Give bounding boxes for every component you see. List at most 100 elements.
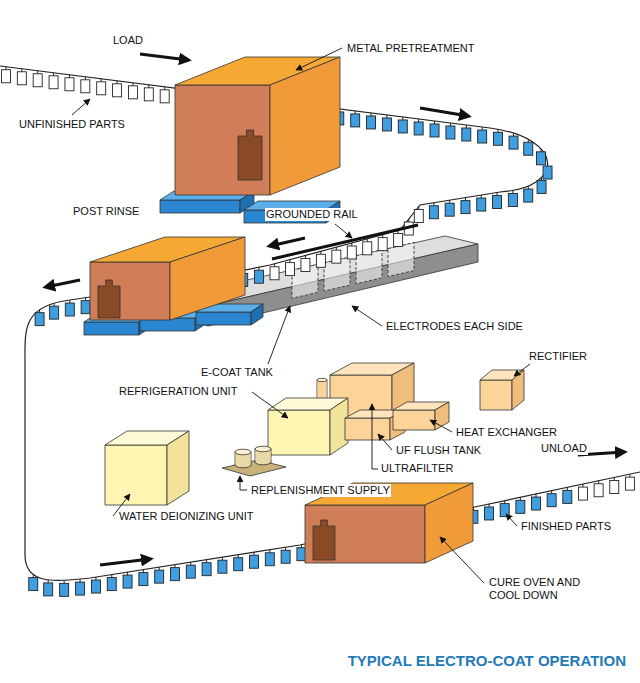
- part-label: CURE OVEN AND COOL DOWN: [488, 576, 590, 602]
- caption: TYPICAL ELECTRO-COAT OPERATION: [348, 652, 626, 670]
- hanging-part: [394, 231, 403, 247]
- hanging-part: [44, 580, 53, 596]
- part: [139, 573, 148, 586]
- hanging-part: [610, 477, 619, 493]
- part-hook: [504, 501, 505, 504]
- leader-line: [296, 48, 342, 70]
- part: [250, 555, 259, 568]
- part: [508, 193, 517, 206]
- replenishment-supply: [222, 446, 286, 476]
- part: [351, 114, 360, 127]
- hanging-part: [625, 474, 634, 490]
- part: [301, 258, 310, 271]
- hanging-part: [478, 127, 487, 143]
- part-hook: [305, 255, 306, 258]
- leader-line: [514, 364, 530, 376]
- part: [113, 84, 122, 97]
- part: [97, 82, 106, 95]
- box-front: [84, 322, 139, 335]
- leader-line: [440, 537, 484, 583]
- part: [107, 578, 116, 591]
- part-hook: [614, 477, 615, 480]
- hanging-part: [160, 87, 169, 103]
- part-hook: [536, 494, 537, 497]
- part: [394, 234, 403, 247]
- drawing: [0, 48, 640, 596]
- part: [493, 195, 502, 208]
- part: [537, 180, 546, 193]
- box-front: [160, 200, 240, 213]
- hanging-part: [445, 200, 454, 216]
- leader-line: [268, 306, 290, 364]
- part-label: E-COAT TANK: [200, 366, 274, 379]
- part: [347, 246, 356, 259]
- hanging-part: [128, 83, 137, 99]
- part-hook: [336, 247, 337, 250]
- part-hook: [238, 555, 239, 558]
- box-front: [480, 380, 512, 410]
- box-front: [268, 410, 330, 455]
- part-hook: [64, 580, 65, 583]
- hanging-part: [532, 494, 541, 510]
- hanging-part: [547, 491, 556, 507]
- part-label: LOAD: [112, 34, 144, 47]
- hanging-part: [107, 575, 116, 591]
- hanging-part: [49, 73, 58, 89]
- leader-lines: [72, 48, 530, 583]
- hanging-part: [332, 247, 341, 263]
- hanging-part: [234, 555, 243, 571]
- part: [254, 270, 263, 283]
- flow-arrow: [420, 108, 468, 116]
- box-side: [425, 483, 473, 563]
- part: [578, 487, 587, 500]
- part-hook: [258, 267, 259, 270]
- part-hook: [39, 310, 40, 313]
- hanging-part: [250, 552, 259, 568]
- part: [270, 267, 279, 280]
- hanging-part: [297, 545, 306, 561]
- hanging-part: [17, 69, 26, 85]
- hanging-part: [508, 190, 517, 206]
- flow-arrows: [46, 54, 624, 565]
- part: [33, 74, 42, 87]
- hanging-part: [493, 129, 502, 145]
- leader-line: [430, 420, 452, 432]
- part: [155, 570, 164, 583]
- hanging-part: [363, 239, 372, 255]
- part: [35, 313, 44, 326]
- hanging-part: [347, 243, 356, 259]
- hanging-part: [281, 547, 290, 563]
- cylinder-top: [235, 449, 251, 455]
- part-label: ELECTRODES EACH SIDE: [385, 320, 524, 333]
- part: [477, 198, 486, 211]
- hanging-part: [382, 115, 391, 131]
- flow-arrow: [46, 280, 80, 287]
- part-label: ULTRAFILTER: [380, 462, 454, 475]
- part-hook: [159, 567, 160, 570]
- part: [218, 560, 227, 573]
- hanging-part: [485, 504, 494, 520]
- hanging-part: [202, 560, 211, 576]
- leader-line: [352, 306, 382, 326]
- leader-line: [378, 434, 392, 450]
- part-hook: [301, 545, 302, 548]
- part: [563, 490, 572, 503]
- hanging-part: [123, 572, 132, 588]
- part: [234, 558, 243, 571]
- part: [76, 582, 85, 595]
- flow-arrow: [100, 559, 150, 565]
- part: [49, 76, 58, 89]
- hanging-part: [536, 149, 545, 165]
- part: [160, 90, 169, 103]
- box-front: [393, 410, 435, 430]
- hanging-part: [367, 113, 376, 129]
- hanging-part: [477, 195, 486, 211]
- hanging-part: [414, 207, 423, 223]
- leader-line: [72, 99, 90, 115]
- oven-opening: [238, 130, 262, 180]
- part: [446, 126, 455, 139]
- leader-line: [335, 224, 352, 238]
- part-label: UF FLUSH TANK: [395, 444, 482, 457]
- hanging-part: [461, 198, 470, 214]
- box-front: [345, 418, 390, 440]
